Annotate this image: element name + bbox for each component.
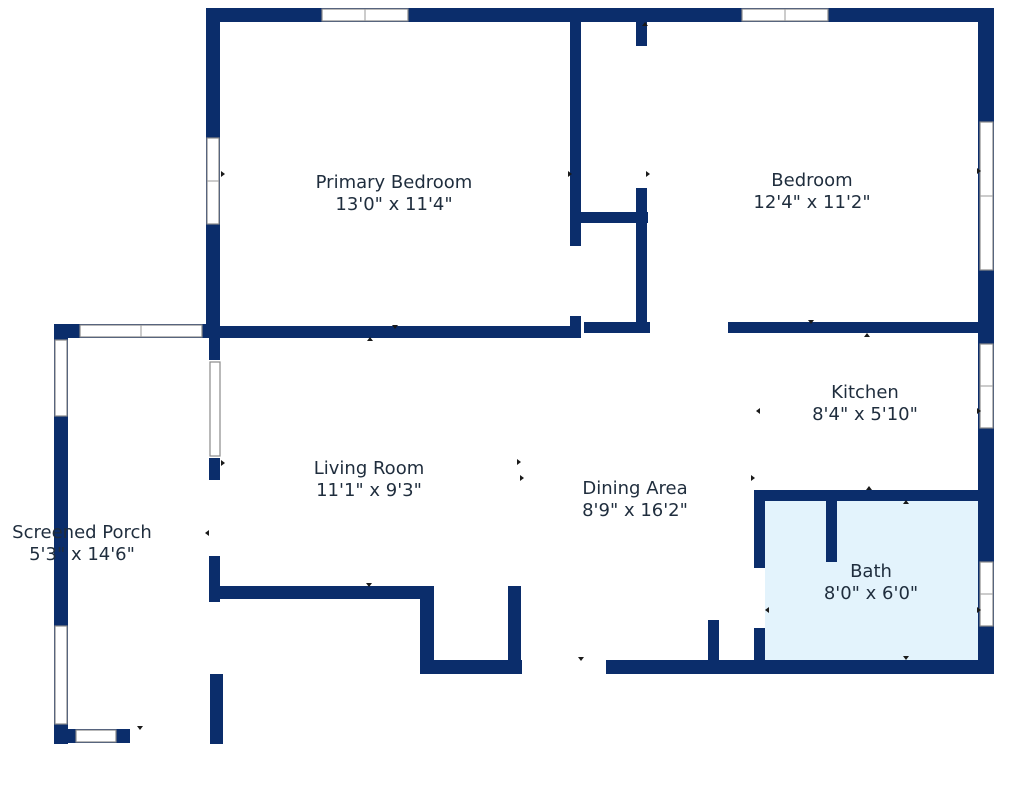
room-label-primary-bedroom: Primary Bedroom 13'0" x 11'4"	[316, 172, 473, 216]
room-name: Living Room	[313, 458, 425, 479]
room-label-screened-porch: Screened Porch 5'3" x 14'6"	[12, 522, 152, 566]
room-size: 8'9" x 16'2"	[582, 500, 688, 521]
bath-floor	[765, 498, 980, 660]
room-size: 11'1" x 9'3"	[316, 480, 422, 501]
room-label-kitchen: Kitchen 8'4" x 5'10"	[812, 382, 918, 426]
windows	[54, 8, 994, 743]
room-label-dining-area: Dining Area 8'9" x 16'2"	[582, 478, 688, 522]
door-markers	[137, 22, 981, 730]
room-name: Bedroom	[771, 170, 853, 191]
room-size: 8'0" x 6'0"	[823, 583, 919, 604]
room-name: Dining Area	[582, 478, 688, 499]
room-name: Screened Porch	[12, 522, 152, 543]
room-label-living-room: Living Room 11'1" x 9'3"	[314, 458, 425, 502]
room-size: 8'4" x 5'10"	[812, 404, 918, 425]
room-size: 13'0" x 11'4"	[335, 194, 453, 215]
room-label-bath: Bath 8'0" x 6'0"	[824, 561, 918, 605]
room-name: Bath	[850, 561, 892, 582]
room-size: 5'3" x 14'6"	[29, 544, 135, 565]
room-name: Kitchen	[831, 382, 899, 403]
room-size: 12'4" x 11'2"	[753, 192, 871, 213]
room-name: Primary Bedroom	[315, 172, 473, 193]
room-label-bedroom: Bedroom 12'4" x 11'2"	[753, 170, 870, 214]
